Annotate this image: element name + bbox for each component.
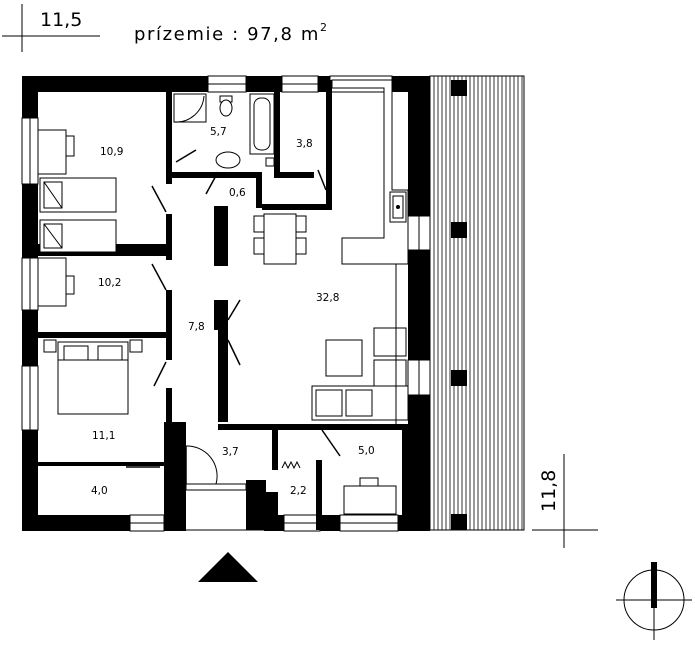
interior-walls xyxy=(38,80,408,530)
terrace-pillar xyxy=(451,80,467,96)
area-corridor: 7,8 xyxy=(188,321,205,333)
area-pantry: 5,0 xyxy=(358,445,375,457)
floor-title-superscript: 2 xyxy=(320,21,329,34)
terrace-pillar xyxy=(451,370,467,386)
area-bedroom-middle: 10,2 xyxy=(98,277,121,289)
doors xyxy=(96,149,341,491)
area-bedroom-top: 10,9 xyxy=(100,146,123,158)
width-dimension-marker xyxy=(2,4,100,52)
width-dimension-label: 11,5 xyxy=(40,9,82,31)
floor-title-text: prízemie : 97,8 m xyxy=(134,24,320,45)
area-hall-small: 0,6 xyxy=(229,187,246,199)
area-vestibule: 3,7 xyxy=(222,446,239,458)
entrance-arrow-icon xyxy=(198,552,258,582)
terrace-pillar xyxy=(451,222,467,238)
depth-dimension-label: 11,8 xyxy=(538,470,560,512)
north-arrow-icon xyxy=(616,562,692,640)
floor-title: prízemie : 97,8 m2 xyxy=(134,21,329,45)
area-wardrobe: 4,0 xyxy=(91,485,108,497)
area-bedroom-bottom: 11,1 xyxy=(92,430,115,442)
area-bathroom: 5,7 xyxy=(210,126,227,138)
furniture xyxy=(37,79,409,515)
entrance-opening xyxy=(186,514,264,532)
terrace-deck xyxy=(429,75,525,531)
terrace-pillar xyxy=(451,514,467,530)
depth-dimension-marker xyxy=(532,454,598,548)
area-storage-small: 2,2 xyxy=(290,485,307,497)
room-labels: 10,9 5,7 3,8 0,6 10,2 32,8 7,8 11,1 3,7 … xyxy=(91,126,375,497)
area-wc: 3,8 xyxy=(296,138,313,150)
area-living-kitchen: 32,8 xyxy=(316,292,339,304)
